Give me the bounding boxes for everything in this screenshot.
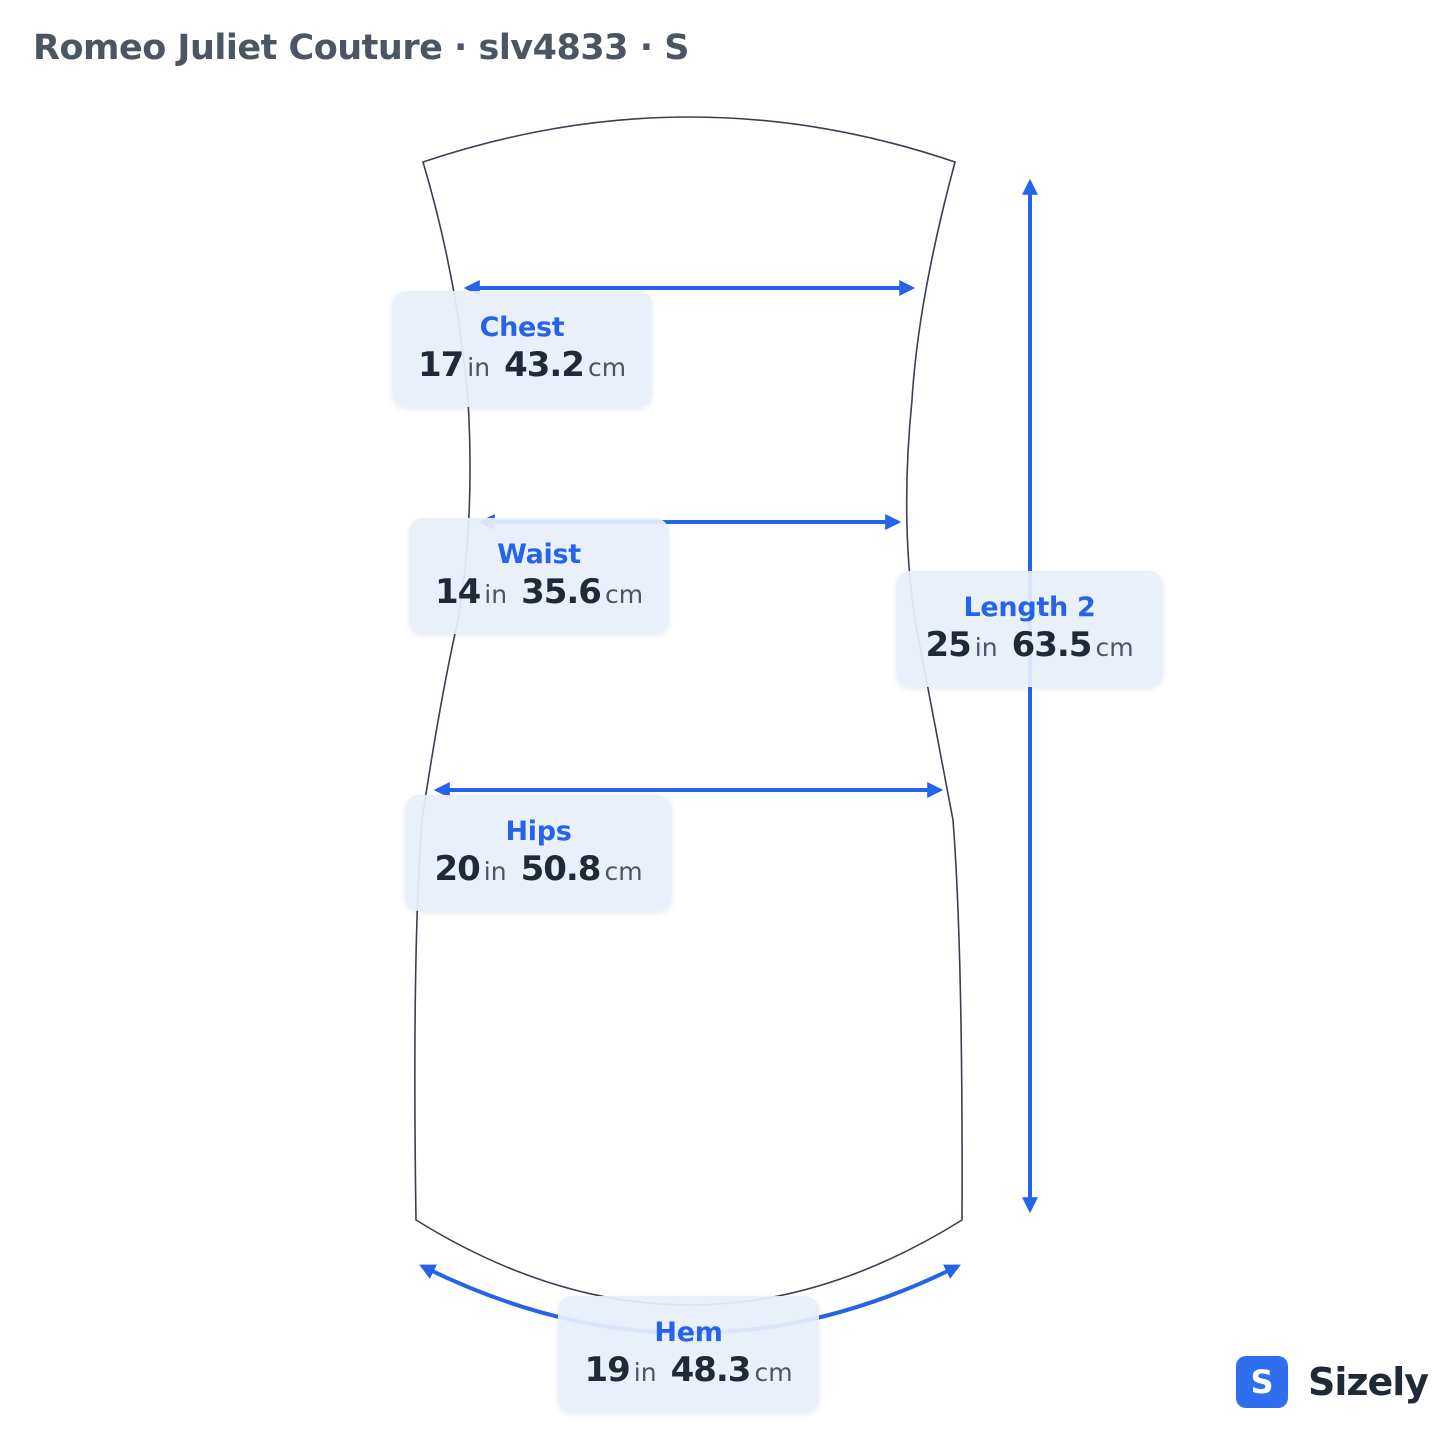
hips-cm: 50.8 — [520, 849, 602, 890]
hips-label: Hips — [505, 816, 572, 848]
chest-cm: 43.2 — [504, 345, 585, 386]
length-cm: 63.5 — [1011, 625, 1093, 666]
length-unit-cm: cm — [1095, 633, 1134, 663]
hips-unit-cm: cm — [604, 857, 643, 887]
waist-label: Waist — [497, 539, 581, 571]
chest-inches: 17 — [417, 345, 464, 386]
length-inches: 25 — [925, 625, 971, 666]
chest-unit-in: in — [467, 353, 491, 383]
hem-label: Hem — [654, 1317, 723, 1349]
page-title: Romeo Juliet Couture · slv4833 · S — [33, 28, 689, 68]
hem-inches: 19 — [584, 1350, 630, 1391]
length-label: Length 2 — [963, 592, 1096, 624]
brand-logo: S Sizely — [1236, 1356, 1429, 1408]
chest-unit-cm: cm — [587, 353, 627, 383]
waist-cm: 35.6 — [521, 572, 602, 613]
brand-badge: S — [1236, 1356, 1288, 1408]
waist-unit-cm: cm — [604, 580, 644, 610]
hem-cm: 48.3 — [670, 1350, 752, 1391]
hem-unit-in: in — [633, 1358, 657, 1388]
hem-unit-cm: cm — [754, 1358, 793, 1388]
chest-label: Chest — [479, 312, 565, 344]
length-unit-in: in — [974, 633, 998, 663]
brand-name: Sizely — [1308, 1360, 1429, 1404]
hips-inches: 20 — [434, 849, 480, 890]
hips-unit-in: in — [483, 857, 507, 887]
waist-unit-in: in — [484, 580, 508, 610]
waist-inches: 14 — [434, 572, 481, 613]
